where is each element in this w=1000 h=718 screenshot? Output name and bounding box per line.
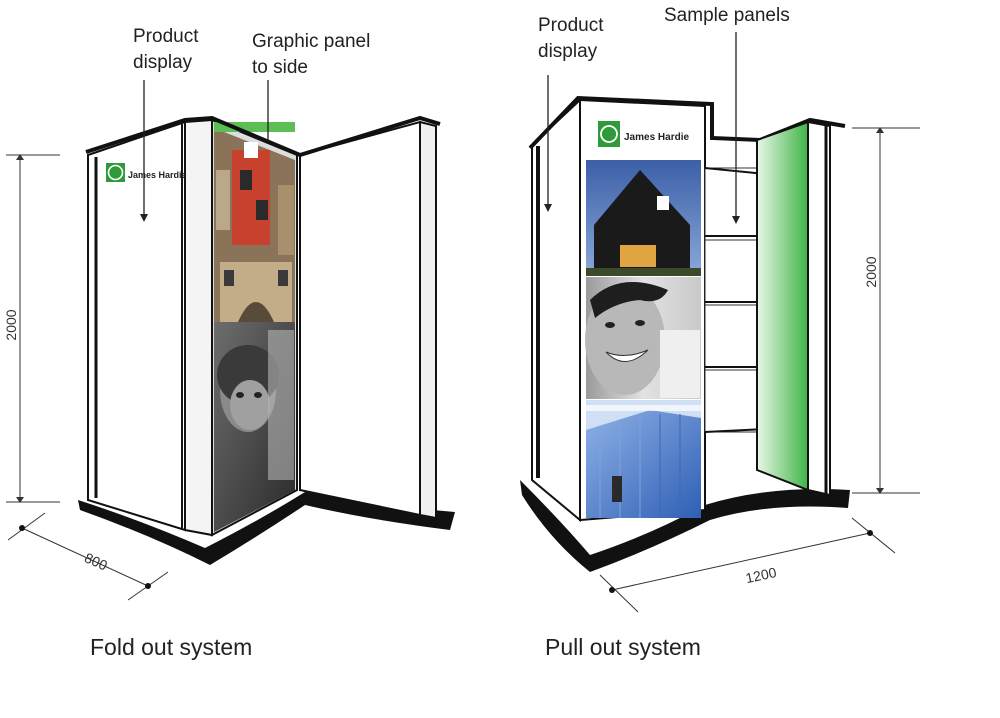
right-height-dimension: 2000 xyxy=(863,256,879,287)
right-width-dimension: 1200 xyxy=(744,564,778,586)
james-hardie-logo-left: James Hardie xyxy=(106,163,187,182)
pull-out-caption: Pull out system xyxy=(545,634,701,660)
pull-out-display: James Hardie xyxy=(520,32,920,613)
fold-out-display: James Hardie 2000 800 xyxy=(3,80,455,601)
left-product-display-label: Product display xyxy=(133,26,199,73)
fold-out-side-panel xyxy=(299,120,421,517)
green-back-panel xyxy=(756,120,809,492)
fold-out-front-panel xyxy=(87,120,186,532)
svg-text:James Hardie: James Hardie xyxy=(624,132,689,143)
pull-out-base xyxy=(520,480,850,572)
left-height-dimension: 2000 xyxy=(3,309,19,340)
fold-out-caption: Fold out system xyxy=(90,634,253,660)
svg-text:James Hardie: James Hardie xyxy=(128,170,187,180)
left-depth-dimension: 800 xyxy=(82,549,110,573)
james-hardie-logo-right: James Hardie xyxy=(598,121,689,147)
fold-out-base xyxy=(78,492,455,565)
sample-panels-label: Sample panels xyxy=(664,5,790,26)
graphic-panel-label: Graphic panel to side xyxy=(252,31,371,78)
right-product-display-label: Product display xyxy=(538,15,604,62)
